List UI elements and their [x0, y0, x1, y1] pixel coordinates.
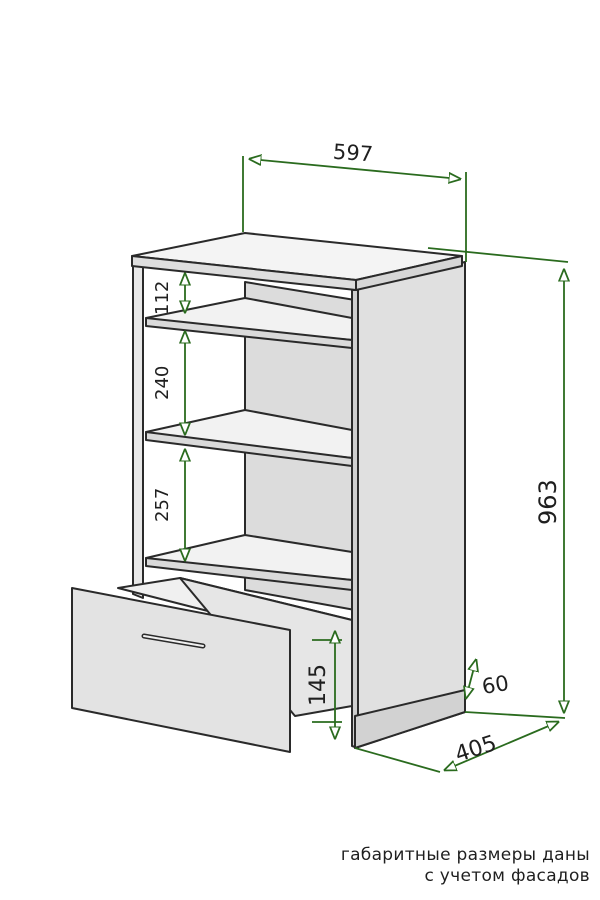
gap-257-label: 257 — [152, 488, 173, 522]
shelf-1-edge — [145, 317, 353, 349]
width-label: 597 — [332, 140, 374, 167]
dimensions-note: габаритные размеры даны с учетом фасадов — [341, 845, 590, 887]
gap-240-label: 240 — [152, 366, 173, 400]
gap-112-label: 112 — [152, 281, 173, 315]
dimensions-note-line-2: с учетом фасадов — [424, 866, 590, 886]
dimensions-note-line-1: габаритные размеры даны — [340, 845, 590, 865]
right-side-panel — [354, 261, 466, 749]
drawer-front — [71, 587, 291, 753]
shelf-2-edge — [145, 431, 353, 467]
left-side-panel — [132, 261, 144, 599]
height-label: 963 — [534, 479, 562, 525]
depth-label: 405 — [452, 731, 500, 768]
drawer-height-label: 145 — [306, 664, 331, 706]
depth-dimension-line — [445, 722, 558, 770]
top-board-side — [355, 255, 463, 291]
width-dimension-line — [250, 159, 460, 179]
cabinet — [71, 232, 466, 753]
plinth-dimension-line — [466, 660, 476, 698]
plinth-label: 60 — [480, 671, 510, 699]
dimension-lines — [185, 156, 568, 773]
shelf-3-edge — [145, 557, 353, 591]
